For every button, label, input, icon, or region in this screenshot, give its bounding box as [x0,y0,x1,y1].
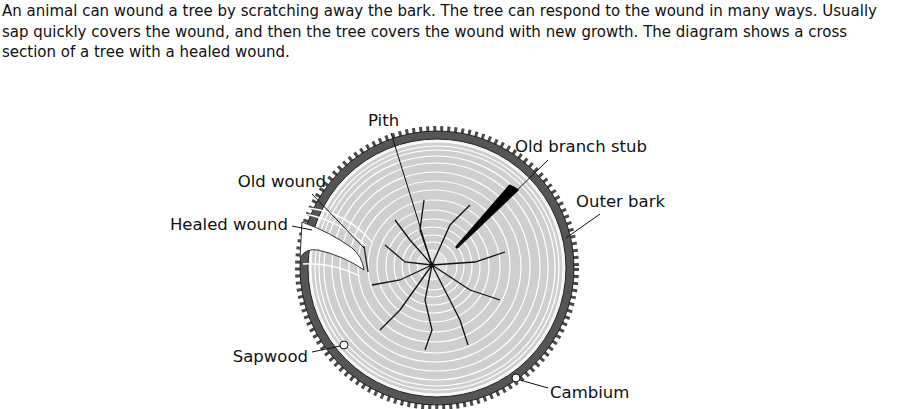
cambium-layer [308,139,566,397]
sapwood [311,142,563,394]
old-wound-line [364,246,368,272]
part-label: Healed wound [170,215,288,235]
leader-lines [292,133,600,388]
intro-paragraph: An animal can wound a tree by scratching… [2,1,882,63]
part-label: Cambium [550,383,629,403]
part-label: Old branch stub [515,137,647,157]
outer-bark [300,131,574,405]
cambium-marker [512,374,520,382]
cracks [372,200,505,350]
part-label: Outer bark [576,192,665,212]
branch-stub [457,186,517,247]
bark-edge [298,129,576,407]
sapwood-marker [340,341,348,349]
wound-growth-lines [303,208,372,276]
growth-rings [315,146,559,390]
part-label: Old wound [238,172,326,192]
part-label: Pith [368,111,399,131]
part-label: Sapwood [233,347,308,367]
